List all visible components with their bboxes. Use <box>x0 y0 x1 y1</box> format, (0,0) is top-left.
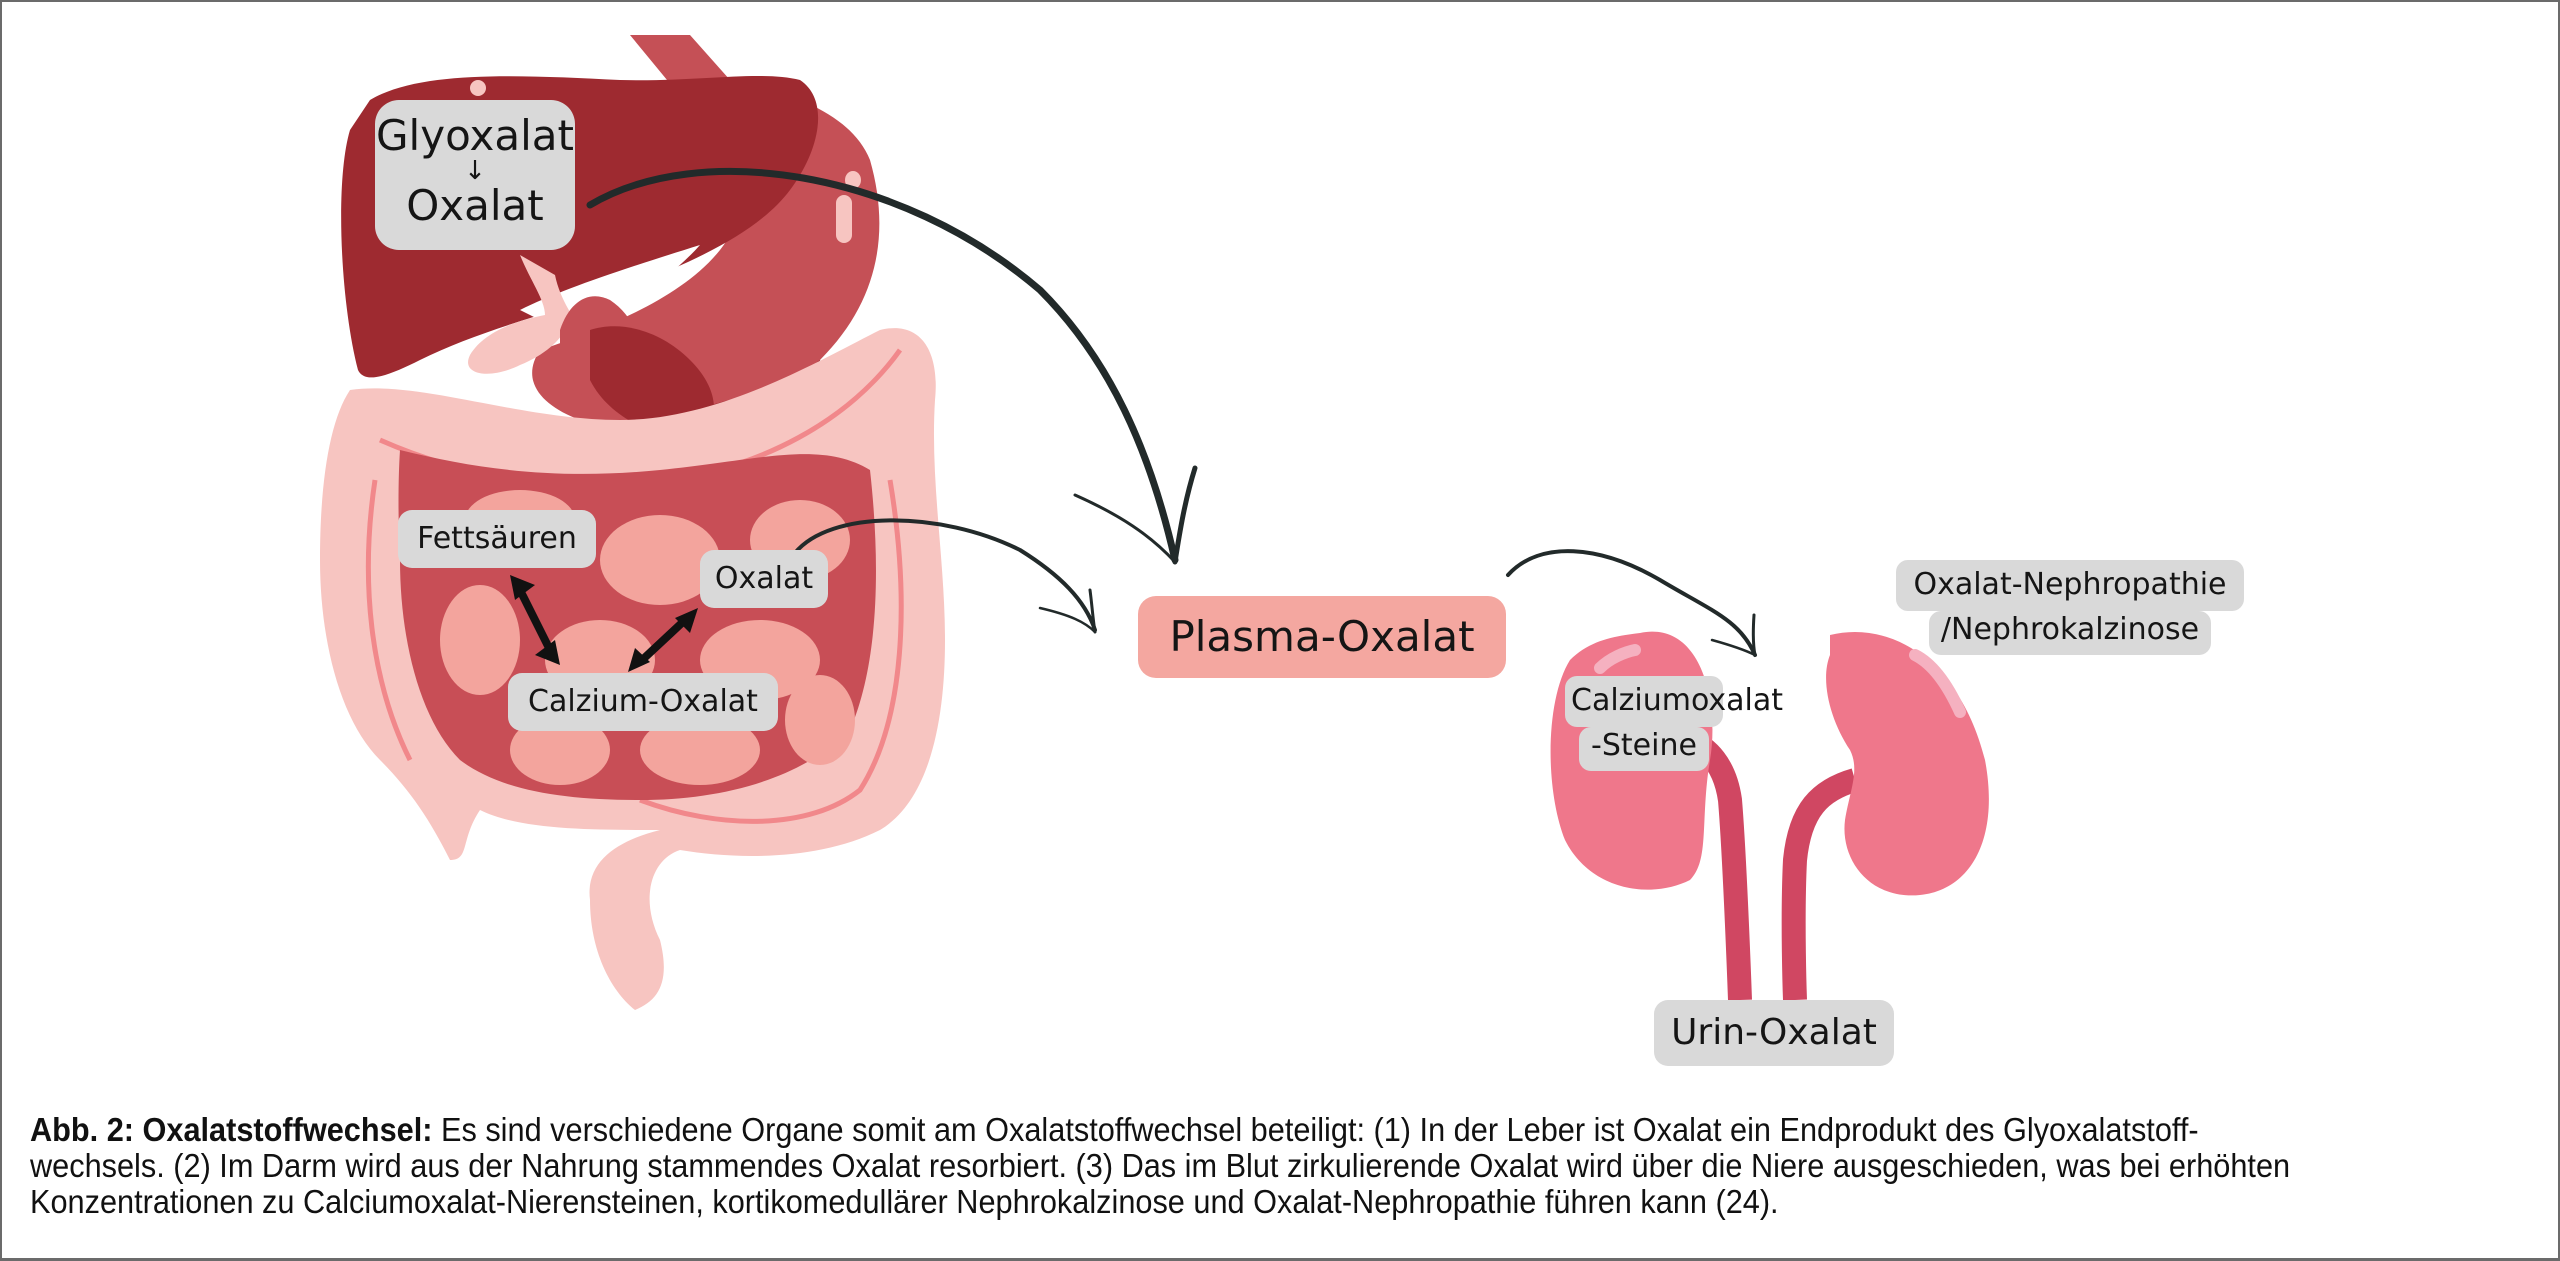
figure-caption: Abb. 2: Oxalatstoffwechsel: Es sind vers… <box>30 1112 2327 1220</box>
kidney-stones-label: Calziumoxalat -Steine <box>1565 676 1783 776</box>
liver-oxalate-label: Oxalat <box>406 181 544 231</box>
gallbladder <box>468 255 714 440</box>
arrow-gut-to-plasma-icon <box>793 518 1097 634</box>
double-arrow-oxalate-calcium-icon <box>628 608 698 672</box>
arrow-plasma-to-kidney-icon <box>1506 549 1757 657</box>
gut-oxalate-label: Oxalat <box>700 550 828 608</box>
caption-title: Abb. 2: Oxalatstoffwechsel: <box>30 1111 433 1148</box>
conversion-arrow-icon: ↓ <box>464 156 486 187</box>
calcium-oxalate-label: Calzium-Oxalat <box>508 673 778 731</box>
arrow-liver-to-plasma-icon <box>586 167 1198 565</box>
glyoxalate-label: Glyoxalat <box>376 111 574 160</box>
kidney-stones-line1: Calziumoxalat <box>1565 676 1783 727</box>
caption-text: Es sind verschiedene Organe somit am Oxa… <box>30 1111 2291 1220</box>
small-intestine <box>398 450 876 800</box>
plasma-oxalate-label: Plasma-Oxalat <box>1138 596 1506 678</box>
double-arrow-fatty-acids-calcium-icon <box>510 575 560 665</box>
urine-oxalate-label: Urin-Oxalat <box>1654 1000 1894 1066</box>
kidney-stones-line2: -Steine <box>1579 726 1709 771</box>
liver-label-box: Glyoxalat ↓ Oxalat <box>375 100 575 250</box>
fatty-acids-label: Fettsäuren <box>398 510 596 568</box>
nephropathy-line2: /Nephrokalzinose <box>1928 610 2212 655</box>
nephropathy-line1: Oxalat-Nephropathie <box>1896 560 2244 611</box>
nephropathy-label: Oxalat-Nephropathie /Nephrokalzinose <box>1896 560 2244 660</box>
